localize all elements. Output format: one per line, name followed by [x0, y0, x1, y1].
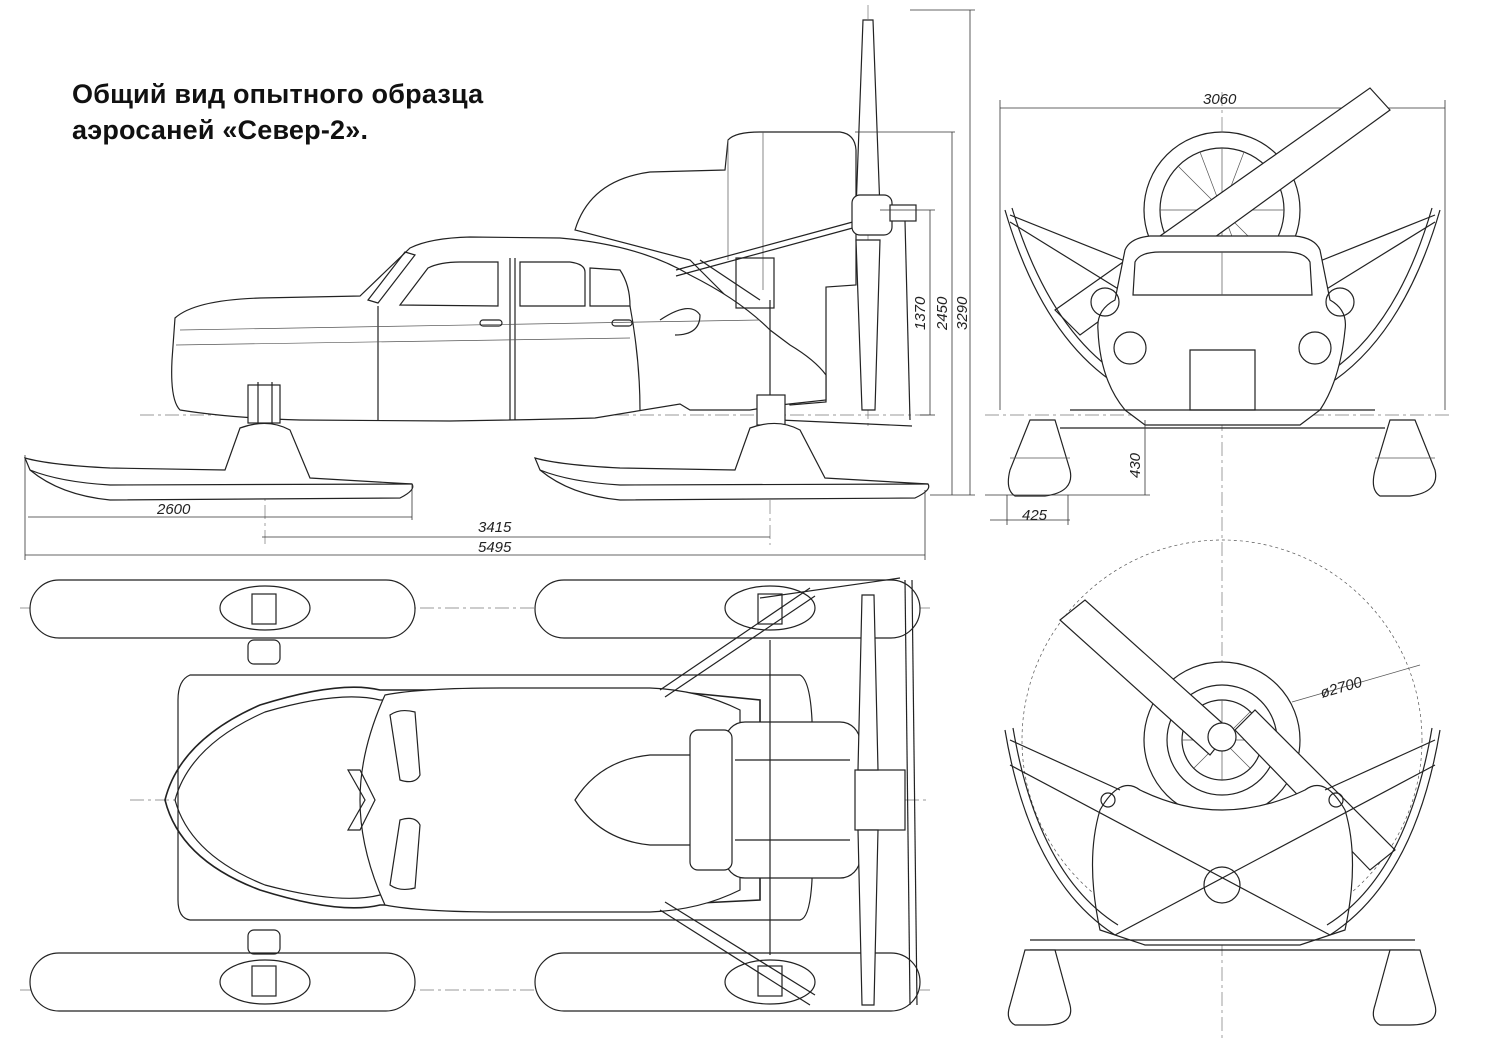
- dim-height-prop: 1370: [912, 296, 929, 330]
- front-view: [985, 87, 1450, 1040]
- side-view-dimensions: [24, 9, 975, 560]
- dim-ground-clearance: 430: [1127, 452, 1144, 478]
- dim-length-total: 5495: [478, 539, 512, 556]
- dim-width-total: 3060: [1203, 91, 1237, 108]
- dim-ski-base: 3415: [478, 519, 512, 536]
- dim-height-engine: 2450: [934, 296, 951, 331]
- side-view: [23, 5, 930, 545]
- rear-view: [1004, 539, 1441, 1026]
- top-view: [20, 577, 930, 1012]
- dim-ski-length: 2600: [156, 501, 191, 518]
- dim-height-total: 3290: [954, 296, 971, 330]
- title-line-2: аэросаней «Север-2».: [72, 115, 369, 145]
- title-line-1: Общий вид опытного образца: [72, 79, 484, 109]
- drawing-title: Общий вид опытного образца аэросаней «Се…: [72, 76, 483, 148]
- dim-ski-width: 425: [1022, 507, 1048, 524]
- dim-prop-diameter: ø2700: [1318, 674, 1364, 702]
